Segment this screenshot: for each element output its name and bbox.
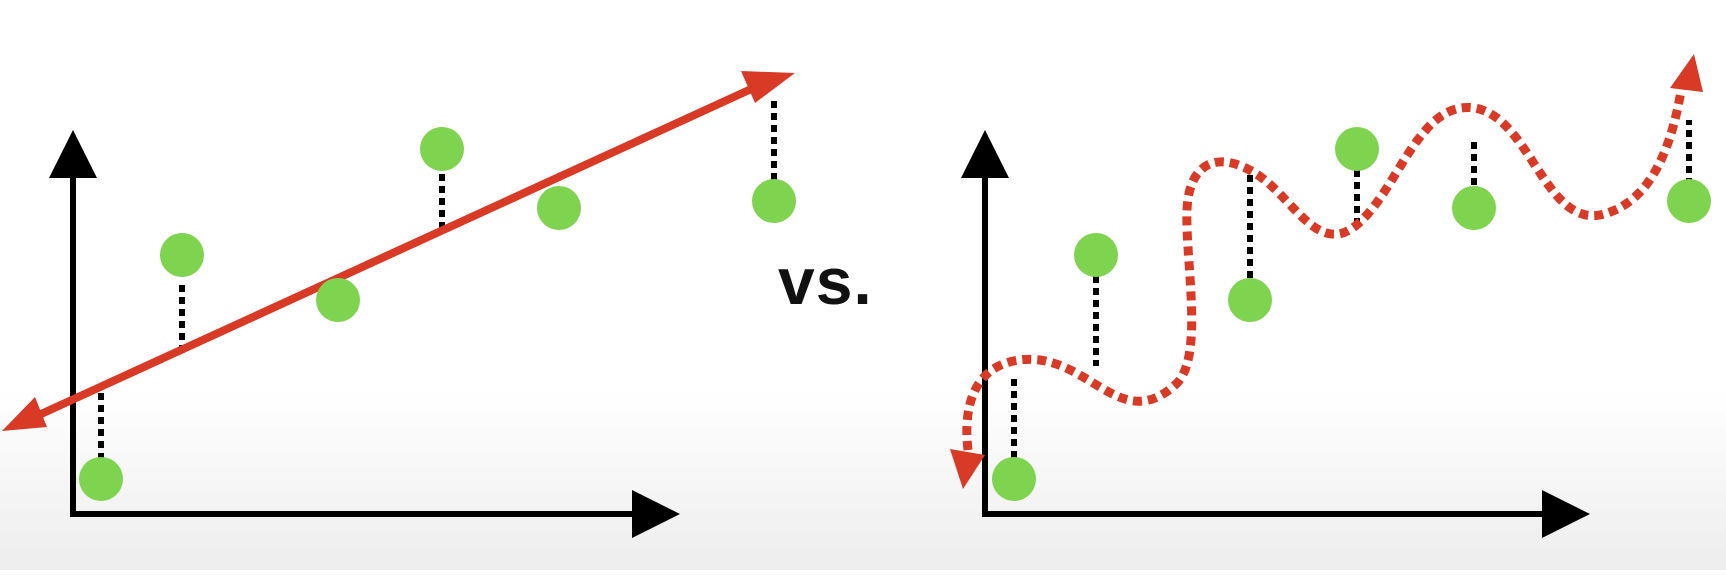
right-data-points [992, 127, 1711, 501]
left-residuals [98, 100, 777, 460]
right-fit-arrowhead-end [1670, 54, 1703, 92]
left-fit-line-group [2, 71, 795, 431]
right-data-point-4 [1335, 127, 1379, 171]
right-data-point-5 [1452, 186, 1496, 230]
right-residuals [1011, 120, 1692, 458]
left-data-points [79, 127, 796, 501]
right-data-point-2 [1074, 233, 1118, 277]
panel-linear-fit [2, 71, 796, 538]
right-data-point-1 [992, 457, 1036, 501]
right-fit-arrowhead-start [950, 449, 985, 489]
left-data-point-5 [537, 186, 581, 230]
right-fit-curve-group [950, 54, 1703, 489]
left-data-point-2 [160, 233, 204, 277]
comparison-vs-label: vs. [778, 244, 873, 318]
left-axes [49, 130, 680, 538]
left-data-point-4 [420, 127, 464, 171]
left-fit-line [24, 81, 764, 424]
left-fit-arrowhead-start [2, 397, 47, 431]
left-data-point-6 [752, 179, 796, 223]
right-data-point-6 [1667, 179, 1711, 223]
left-data-point-1 [79, 457, 123, 501]
right-data-point-3 [1228, 278, 1272, 322]
left-fit-arrowhead-end [741, 71, 795, 103]
panel-wiggly-fit [950, 54, 1711, 538]
left-data-point-3 [316, 278, 360, 322]
right-fit-curve [962, 84, 1687, 451]
right-axes [961, 130, 1590, 538]
